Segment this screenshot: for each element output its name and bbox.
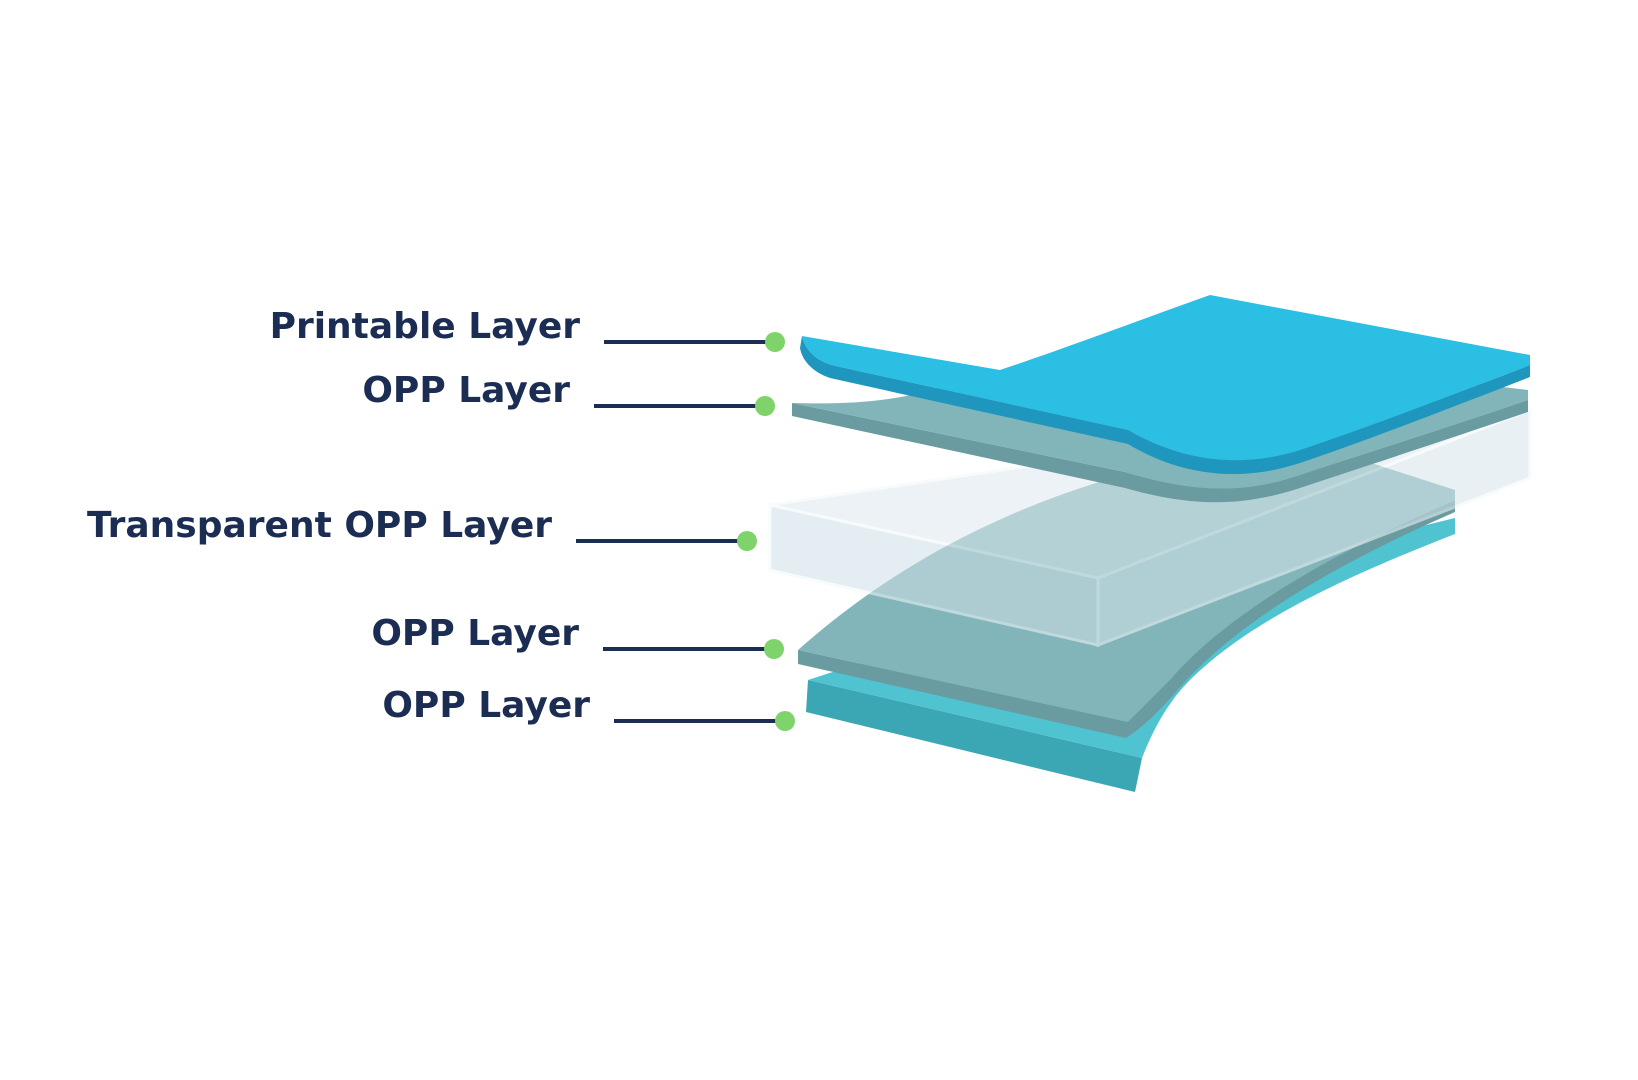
sheet-bottom-side: [806, 680, 1142, 792]
sheet-stack: [768, 295, 1532, 792]
connector-dot-printable: [765, 332, 785, 352]
sheet-upper-side-right: [1125, 400, 1528, 503]
label-transparent-opp-layer: Transparent OPP Layer: [87, 505, 757, 551]
label-text-printable: Printable Layer: [270, 306, 581, 347]
sheet-printable-side: [800, 336, 1128, 444]
connector-dot-opp-1: [755, 396, 775, 416]
connector-dot-opp-3: [775, 711, 795, 731]
connector-dot-transparent-opp: [737, 531, 757, 551]
sheet-printable-top: [802, 295, 1530, 461]
sheet-lower-side: [798, 650, 1128, 738]
label-printable-layer: Printable Layer: [270, 306, 785, 352]
label-text-opp-2: OPP Layer: [371, 613, 579, 654]
sheet-printable: [800, 295, 1530, 475]
layer-labels: Printable Layer OPP Layer Transparent OP…: [87, 306, 795, 731]
label-opp-layer-2: OPP Layer: [371, 613, 784, 659]
connector-dot-opp-2: [764, 639, 784, 659]
transparent-right-face: [1096, 407, 1532, 648]
label-text-opp-1: OPP Layer: [362, 370, 570, 411]
label-text-opp-3: OPP Layer: [382, 685, 590, 726]
sheet-printable-side-right: [1128, 365, 1530, 475]
sheet-lower-side-right: [1126, 500, 1455, 738]
label-text-transparent-opp: Transparent OPP Layer: [87, 505, 552, 546]
label-opp-layer-3: OPP Layer: [382, 685, 795, 731]
sheet-upper-side: [792, 403, 1125, 488]
label-opp-layer-1: OPP Layer: [362, 370, 775, 416]
